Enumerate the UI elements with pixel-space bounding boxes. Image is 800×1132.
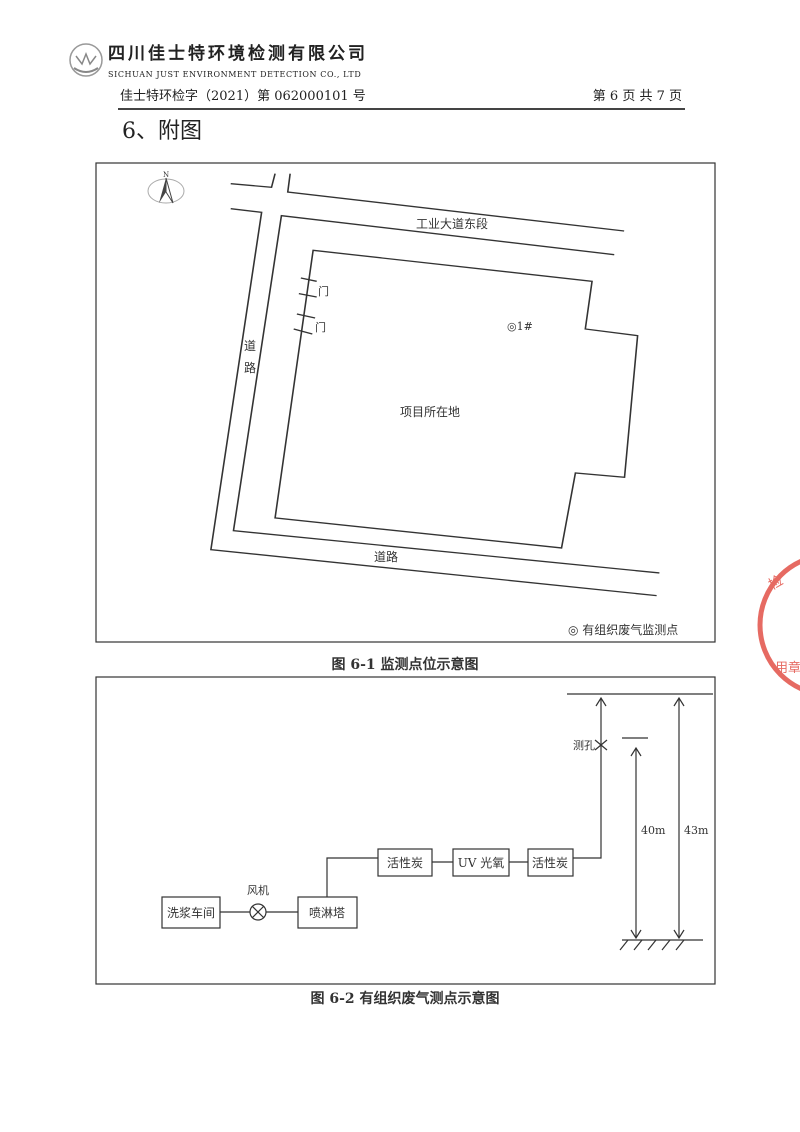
section-title: 6、附图 [122,119,202,144]
process-flow-lines [220,693,713,913]
svg-text:用章: 用章 [775,660,800,676]
height-40-arrow [630,746,642,940]
company-logo [69,43,103,77]
compass-icon [147,177,185,204]
height-43-label: 43m [684,824,709,837]
spray-tower-label: 喷淋塔 [309,906,345,920]
workshop-label: 洗浆车间 [167,905,215,920]
map-legend: ◎ 有组织废气监测点 [568,622,678,637]
road-west-label: 路 [244,360,256,375]
figure1-frame [95,162,716,643]
road-edge [232,214,660,574]
project-boundary [274,249,639,549]
sample-hole-mark [594,739,608,751]
figure2-caption: 图 6-2 有组织废气测点示意图 [310,990,499,1007]
uv-label: UV 光氧 [458,856,505,870]
company-name-cn: 四川佳士特环境检测有限公司 [108,44,368,64]
carbon-label-2: 活性炭 [532,856,568,870]
carbon-label-1: 活性炭 [387,856,423,870]
header-divider [118,108,685,110]
uv-box [452,848,510,877]
road-west-label: 道 [244,339,256,353]
road-south-label: 道路 [374,549,398,564]
height-43-arrow [673,696,685,940]
road-edge [286,173,625,232]
ground-symbol [619,939,703,951]
page-info: 第 6 页 共 7 页 [592,89,682,104]
compass-label: N [163,171,169,179]
sample-hole-label: 测孔 [573,739,595,752]
gate-mark [300,277,317,282]
project-site-label: 项目所在地 [400,405,460,419]
monitoring-point-1: ◎1# [507,320,533,333]
svg-text:检: 检 [766,573,786,594]
official-stamp: 检 用章 [757,559,800,691]
carbon-box-1 [377,848,433,877]
gate-mark [298,293,317,298]
site-map [210,173,660,597]
document-number: 佳士特环检字（2021）第 062000101 号 [120,89,366,104]
figure1-caption: 图 6-1 监测点位示意图 [331,656,478,673]
gate-label: 门 [315,320,326,334]
road-north-label: 工业大道东段 [416,216,488,231]
gate-mark [296,313,316,319]
carbon-box-2 [527,848,574,877]
workshop-box [161,896,221,929]
fan-icon [249,903,267,921]
figure2-frame [95,676,716,985]
company-name-en: SICHUAN JUST ENVIRONMENT DETECTION CO., … [108,70,362,79]
road-edge [230,173,276,189]
gate-label: 门 [318,284,329,298]
road-edge [210,208,657,597]
gate-mark [293,328,313,335]
fan-label: 风机 [247,883,269,897]
spray-tower-box [297,896,358,929]
height-40-label: 40m [641,824,666,837]
